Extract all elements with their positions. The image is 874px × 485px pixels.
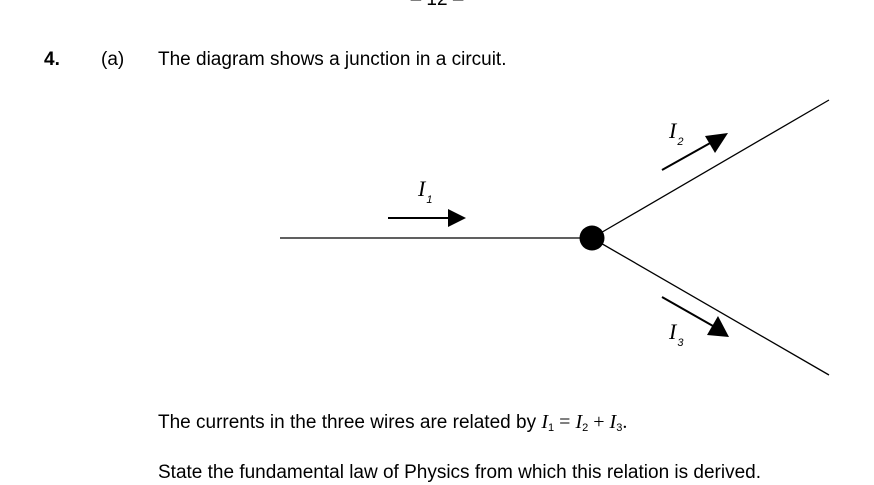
- current-label-i3: I3: [668, 319, 684, 349]
- current-label-i2: I2: [668, 118, 683, 148]
- instruction-text: State the fundamental law of Physics fro…: [158, 462, 762, 483]
- junction-node: [579, 225, 605, 251]
- relation-equation: I1 = I2 + I3.: [541, 411, 628, 434]
- question-intro: The diagram shows a junction in a circui…: [158, 49, 507, 70]
- current-arrow-i3: [661, 296, 729, 337]
- current-arrow-i1: [388, 209, 466, 227]
- relation-text: The currents in the three wires are rela…: [158, 412, 542, 433]
- question-part: (a): [101, 49, 125, 70]
- current-arrow-i2: [661, 133, 728, 171]
- current-label-i1: I1: [417, 176, 432, 206]
- wire-out-lower: [591, 237, 830, 376]
- page-number: – 12 –: [0, 0, 874, 12]
- question-number: 4.: [44, 49, 60, 70]
- relation-sentence: The currents in the three wires are rela…: [158, 410, 627, 440]
- wire-out-upper: [591, 99, 830, 239]
